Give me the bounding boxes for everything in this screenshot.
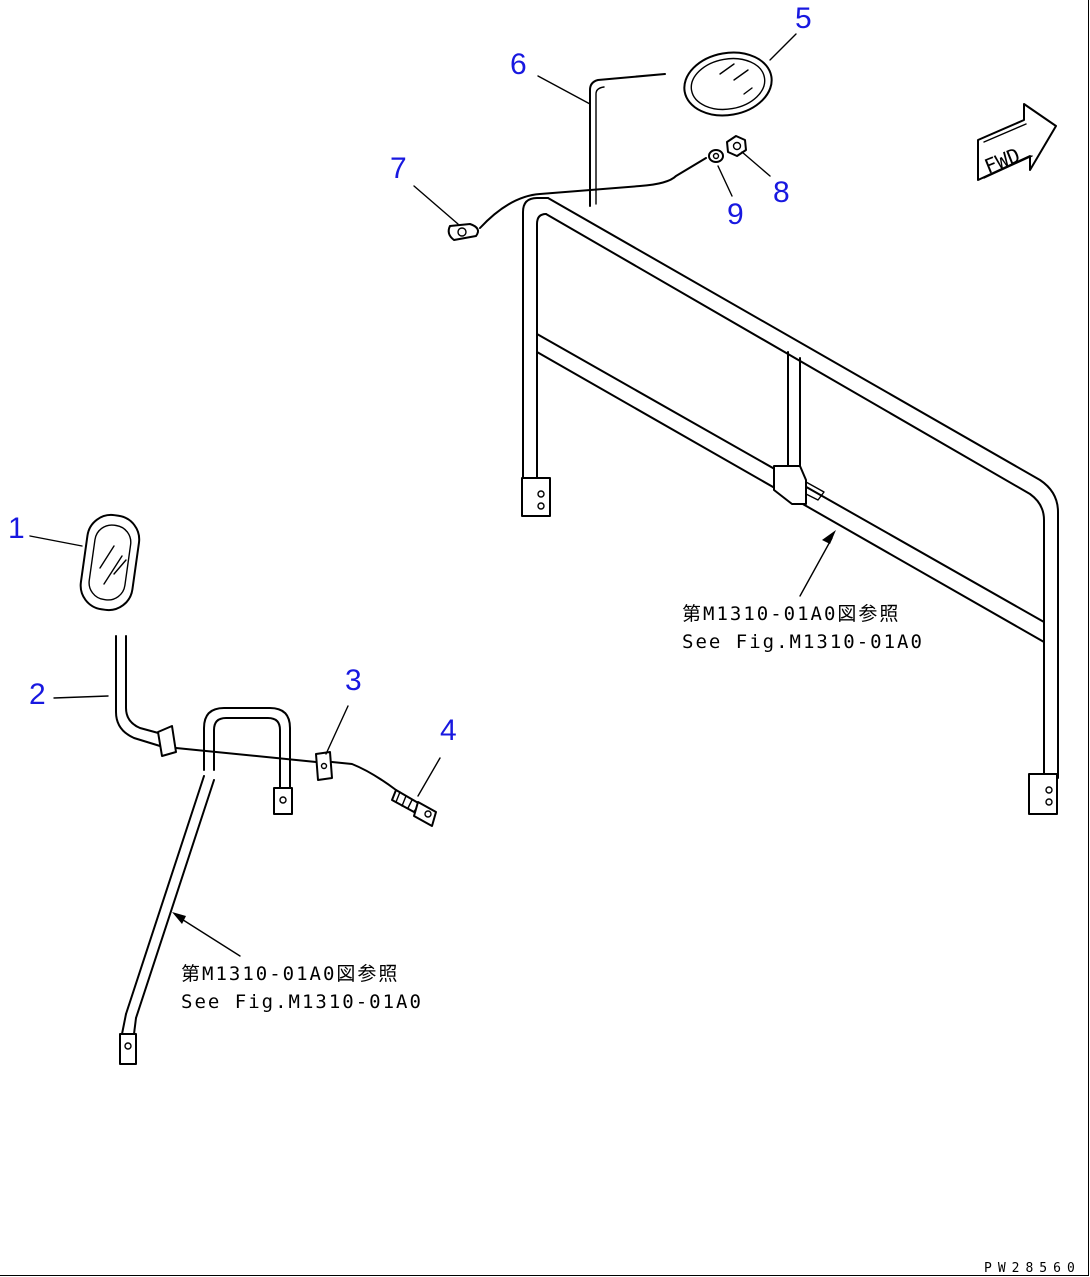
callout-4: 4 (440, 714, 457, 747)
note-left-line1: 第M1310-01A0図参照 (181, 963, 399, 985)
rod-part-6 (589, 73, 666, 207)
callout-1: 1 (8, 512, 25, 545)
round-mirror-part-5 (683, 51, 773, 117)
mirror-stay-part-2 (115, 635, 177, 757)
callout-5: 5 (795, 2, 812, 35)
callout-9: 9 (727, 198, 744, 231)
guard-rail-right (521, 197, 1059, 815)
callout-3: 3 (345, 664, 362, 697)
nut-part-8 (726, 135, 747, 157)
callout-6: 6 (510, 48, 527, 81)
note-right-line2: See Fig.M1310-01A0 (682, 631, 924, 653)
washer-part-9 (708, 149, 724, 163)
bracket-frame-left (119, 707, 317, 1065)
note-right-line1: 第M1310-01A0図参照 (682, 603, 900, 625)
note-left-line2: See Fig.M1310-01A0 (181, 991, 423, 1013)
callout-leaders (29, 33, 797, 797)
callout-8: 8 (773, 176, 790, 209)
callout-2: 2 (29, 678, 46, 711)
rect-mirror-part-1 (79, 513, 141, 612)
bolt-part-4 (391, 789, 437, 827)
clip-part-3 (315, 751, 397, 791)
drawing-reference: PW28560 (984, 1261, 1081, 1276)
fwd-label: FWD (981, 143, 1023, 179)
callout-7: 7 (390, 152, 407, 185)
cable-part-7 (447, 157, 707, 241)
forward-arrow-icon: FWD (977, 103, 1057, 181)
